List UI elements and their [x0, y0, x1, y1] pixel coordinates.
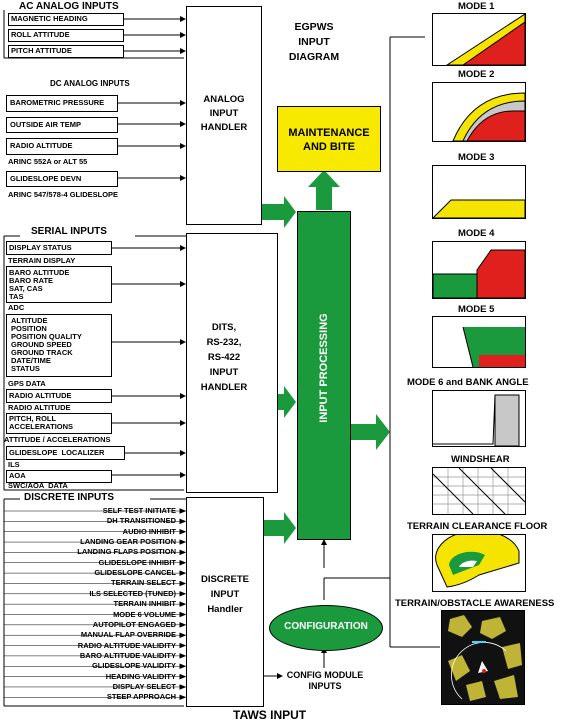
serial-adc: ADC	[8, 303, 25, 312]
discrete-arrowhead	[179, 508, 187, 514]
windshear-panel	[432, 467, 526, 515]
discrete-item: TERRAIN INHIBIT	[113, 599, 177, 609]
discrete-item: DH TRANSITIONED	[106, 516, 176, 526]
tcf-label: TERRAIN CLEARANCE FLOOR	[407, 521, 548, 532]
dc-item-radio-altitude: RADIO ALTITUDE	[6, 138, 118, 155]
discrete-arrowhead	[179, 549, 187, 556]
serial-aoa-box: AOA	[6, 470, 112, 483]
discrete-arrowhead	[179, 560, 187, 566]
tcf-panel	[432, 534, 526, 592]
mode1-panel	[432, 13, 526, 66]
discrete-arrowhead	[179, 653, 187, 659]
discrete-item: MODE 6 VOLUME	[113, 609, 176, 619]
serial-att-lbl: ATTITUDE / ACCELERATIONS	[4, 435, 111, 444]
serial-radio-box: RADIO ALTITUDE	[6, 389, 112, 403]
mode3-panel	[432, 165, 526, 219]
discrete-item: LANDING FLAPS POSITION	[77, 547, 176, 557]
dc-analog-header: DC ANALOG INPUTS	[50, 79, 130, 88]
discrete-arrowhead	[179, 611, 187, 618]
discrete-arrowhead	[179, 694, 187, 701]
discrete-item: LANDING GEAR POSITION	[80, 537, 176, 547]
discrete-item: BARO ALTITUDE VALIDITY	[79, 650, 176, 660]
mode6-label: MODE 6 and BANK ANGLE	[407, 377, 529, 388]
discrete-arrowhead	[179, 601, 187, 607]
discrete-header: DISCRETE INPUTS	[24, 492, 115, 503]
mode4-panel	[432, 241, 526, 299]
discrete-item: GLIDESLOPE CANCEL	[94, 568, 176, 578]
dc-item-glideslope-devn: GLIDESLOPE DEVN	[6, 171, 118, 187]
serial-adc-box: ALTITUDE POSITION POSITION QUALITY GROUN…	[6, 314, 112, 377]
dc-item-barometric-pressure: BAROMETRIC PRESSURE	[6, 95, 118, 112]
discrete-item: GLIDESLOPE INHIBIT	[98, 557, 176, 567]
serial-baro-box: BARO ALTITUDE BARO RATE SAT, CAS TAS	[6, 266, 112, 303]
mode5-label: MODE 5	[458, 304, 495, 315]
discrete-item: DISPLAY SELECT	[112, 681, 176, 691]
serial-terrain-display: TERRAIN DISPLAY	[8, 256, 76, 265]
dc-note-arinc547: ARINC 547/578-4 GLIDESLOPE	[8, 190, 119, 199]
discrete-arrowhead	[179, 622, 187, 628]
toa-panel	[441, 610, 525, 705]
discrete-arrowhead	[179, 580, 187, 587]
input-processing: INPUT PROCESSING	[297, 211, 351, 540]
serial-gs-box: GLIDESLOPE LOCALIZER	[6, 446, 125, 460]
ac-analog-header: AC ANALOG INPUTS	[17, 1, 121, 12]
toa-label: TERRAIN/OBSTACLE AWARENESS	[395, 598, 555, 609]
ac-item-roll-attitude: ROLL ATTITUDE	[8, 29, 124, 42]
discrete-arrowhead	[179, 673, 187, 680]
configuration-ellipse: CONFIGURATION	[269, 605, 383, 651]
discrete-item: AUTOPILOT ENGAGED	[92, 619, 176, 629]
discrete-item: STEEP APPROACH	[106, 692, 176, 702]
serial-display-status: DISPLAY STATUS	[6, 241, 112, 255]
discrete-arrowhead	[179, 642, 187, 649]
ac-item-pitch-attitude: PITCH ATTITUDE	[8, 45, 124, 58]
discrete-arrowhead	[179, 528, 187, 535]
discrete-item: TERRAIN SELECT	[110, 578, 176, 588]
mode1-label: MODE 1	[458, 1, 495, 12]
discrete-arrowhead	[179, 684, 187, 690]
serial-pitch-box: PITCH, ROLL ACCELERATIONS	[6, 413, 112, 434]
discrete-arrowhead	[179, 518, 187, 525]
ac-item-magnetic-heading: MAGNETIC HEADING	[8, 13, 124, 26]
discrete-arrowhead	[179, 591, 187, 597]
mode2-panel	[432, 82, 526, 142]
discrete-arrowhead	[179, 539, 187, 545]
serial-header: SERIAL INPUTS	[31, 226, 107, 237]
discrete-item: AUDIO INHIBIT	[122, 526, 176, 536]
dc-note-arinc552: ARINC 552A or ALT 55	[8, 157, 88, 166]
discrete-arrowhead	[179, 632, 187, 638]
serial-gps: GPS DATA	[8, 379, 46, 388]
arrow-analog	[262, 196, 296, 228]
mode6-panel	[432, 390, 526, 447]
page-title: TAWS INPUT	[233, 708, 307, 722]
serial-swc: SWC/AOA DATA	[8, 481, 68, 490]
discrete-item: MANUAL FLAP OVERRIDE	[80, 630, 176, 640]
mode4-label: MODE 4	[458, 228, 495, 239]
serial-ils: ILS	[8, 460, 20, 469]
discrete-item: GLIDESLOPE VALIDITY	[91, 661, 176, 671]
discrete-arrowhead	[179, 663, 187, 669]
discrete-item: RADIO ALTITUDE VALIDITY	[77, 640, 176, 650]
discrete-item: ILS SELECTED (TUNED)	[89, 588, 176, 598]
serial-radio-lbl: RADIO ALTITUDE	[8, 403, 71, 412]
discrete-item: HEADING VALIDITY	[105, 671, 176, 681]
discrete-arrowhead	[179, 570, 187, 576]
discrete-item: SELF TEST INITIATE	[102, 506, 176, 515]
mode5-panel	[432, 316, 526, 368]
mode3-label: MODE 3	[458, 152, 495, 163]
dc-item-outside-air-temp: OUTSIDE AIR TEMP	[6, 117, 118, 133]
mode2-label: MODE 2	[458, 69, 495, 80]
windshear-label: WINDSHEAR	[451, 454, 510, 465]
